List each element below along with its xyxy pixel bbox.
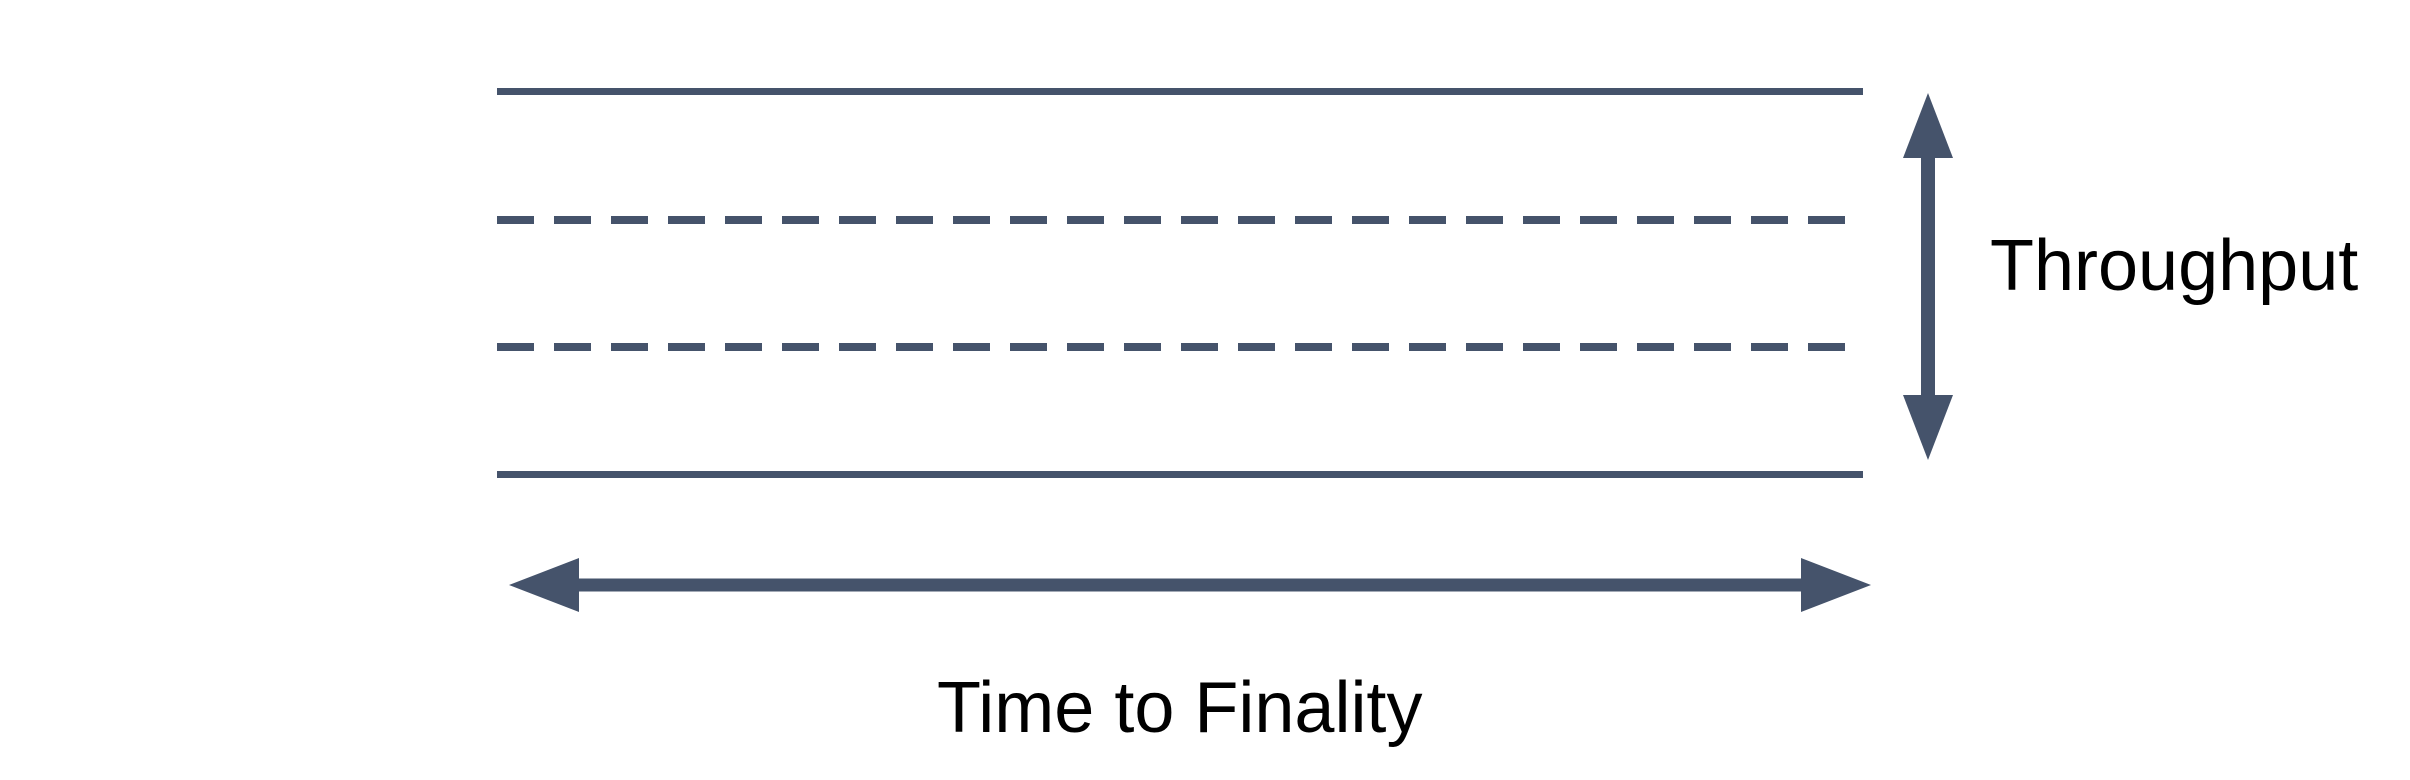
double-headed-horizontal-arrow-icon bbox=[509, 558, 1871, 612]
double-headed-vertical-arrow-icon bbox=[1903, 93, 1953, 460]
throughput-axis-label: Throughput bbox=[1990, 226, 2359, 306]
time-to-finality-axis-label: Time to Finality bbox=[937, 668, 1423, 748]
